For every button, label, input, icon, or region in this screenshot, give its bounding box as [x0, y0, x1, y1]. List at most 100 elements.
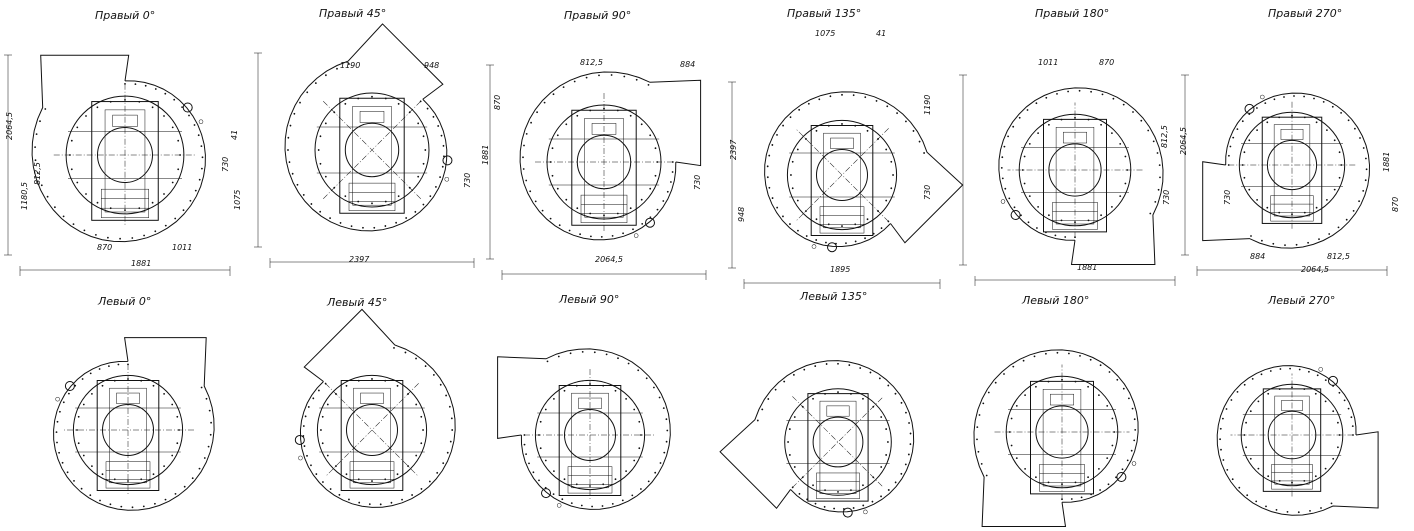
rivet	[1241, 120, 1244, 123]
rivet	[635, 78, 638, 81]
flange-bolt	[556, 187, 559, 190]
rivet	[1036, 227, 1038, 229]
rivet	[783, 380, 786, 383]
rivet	[173, 98, 176, 101]
dimension-value: 870	[97, 243, 112, 252]
rivet	[768, 186, 771, 189]
motor-foot	[1039, 464, 1085, 492]
motor-foot	[816, 472, 860, 500]
flange-bolt	[96, 106, 99, 109]
rivet	[117, 363, 120, 366]
rivet	[368, 503, 371, 506]
rivet	[1220, 448, 1222, 451]
flange-bolt	[841, 123, 843, 125]
view-label: Правый 90°	[564, 9, 631, 22]
rivet	[875, 99, 878, 102]
scroll-casing	[764, 91, 964, 248]
rivet	[1340, 112, 1342, 114]
rivet	[1297, 511, 1300, 514]
rivet	[1350, 416, 1353, 419]
motor-assembly	[789, 125, 895, 236]
rivet	[1064, 236, 1067, 238]
rivet	[589, 235, 592, 238]
support-frame	[558, 385, 622, 496]
motor-assembly	[319, 380, 425, 491]
fan-housing	[284, 23, 453, 232]
flange-bolt	[880, 416, 883, 418]
rivet	[89, 372, 92, 375]
rivet	[621, 499, 624, 502]
rivet	[1003, 145, 1006, 148]
rivet	[1159, 176, 1161, 179]
rivet	[1089, 358, 1092, 361]
flange-bolt	[171, 454, 174, 457]
flange-bolt	[890, 160, 893, 163]
inlet-flange	[784, 388, 892, 496]
rivet	[662, 200, 665, 202]
rivet	[907, 453, 910, 456]
flange-bolt	[1257, 467, 1260, 470]
motor-body	[1266, 139, 1318, 191]
motor-base	[823, 132, 861, 229]
motor-body	[97, 127, 153, 183]
rivet	[442, 462, 445, 465]
rivet	[289, 124, 292, 127]
rivet	[144, 84, 147, 87]
rivet	[99, 499, 101, 502]
motor-base	[109, 387, 147, 484]
drain-fitting	[827, 242, 838, 253]
flange-bolt	[171, 403, 174, 406]
flange-bolt	[1106, 405, 1109, 407]
rivet	[1132, 111, 1134, 113]
flange-bolt	[805, 138, 807, 140]
terminal-box	[1281, 400, 1303, 411]
rivet	[329, 488, 332, 490]
rivet	[1078, 89, 1081, 92]
dimension-value: 884	[680, 60, 695, 69]
rivet	[1364, 179, 1367, 182]
rivet	[522, 168, 525, 170]
rivet	[1362, 189, 1365, 192]
flange-bolt	[324, 175, 327, 178]
flange-bolt	[1266, 206, 1269, 209]
rivet	[1307, 370, 1310, 373]
motor-assembly	[1242, 388, 1342, 492]
rivet	[143, 234, 145, 237]
rivet	[622, 232, 624, 235]
rivet	[611, 235, 614, 237]
rivet	[1307, 241, 1310, 244]
flange-bolt	[625, 398, 627, 400]
rivet	[980, 463, 983, 465]
dimension-value: 948	[737, 207, 746, 222]
dimension-value: 2064,5	[1179, 127, 1188, 155]
rivet	[1251, 378, 1254, 380]
rivet	[1289, 367, 1291, 370]
drain-fitting	[1244, 103, 1255, 114]
rivet	[670, 181, 672, 183]
rivet	[1232, 136, 1235, 139]
rivet	[1112, 97, 1115, 100]
rivet	[1007, 135, 1009, 138]
flange-bolt	[629, 207, 632, 210]
rivet	[422, 203, 425, 206]
rivet	[756, 419, 759, 422]
scroll-casing	[497, 348, 671, 510]
rivet	[384, 225, 387, 227]
support-frame	[1262, 388, 1322, 492]
motor-base	[352, 106, 392, 206]
rivet	[631, 494, 634, 497]
flange-bolt	[1023, 155, 1026, 158]
rivet	[191, 477, 194, 480]
flange-bolt	[1315, 206, 1318, 209]
rivet	[62, 215, 65, 218]
rivet	[798, 492, 801, 495]
rivet	[546, 360, 549, 363]
rivet	[1134, 429, 1137, 431]
rivet	[154, 88, 157, 90]
flange-bolt	[793, 416, 796, 418]
flange-bolt	[841, 225, 843, 227]
rivet	[761, 408, 764, 411]
flange-bolt	[1015, 405, 1018, 407]
plug	[863, 509, 868, 515]
